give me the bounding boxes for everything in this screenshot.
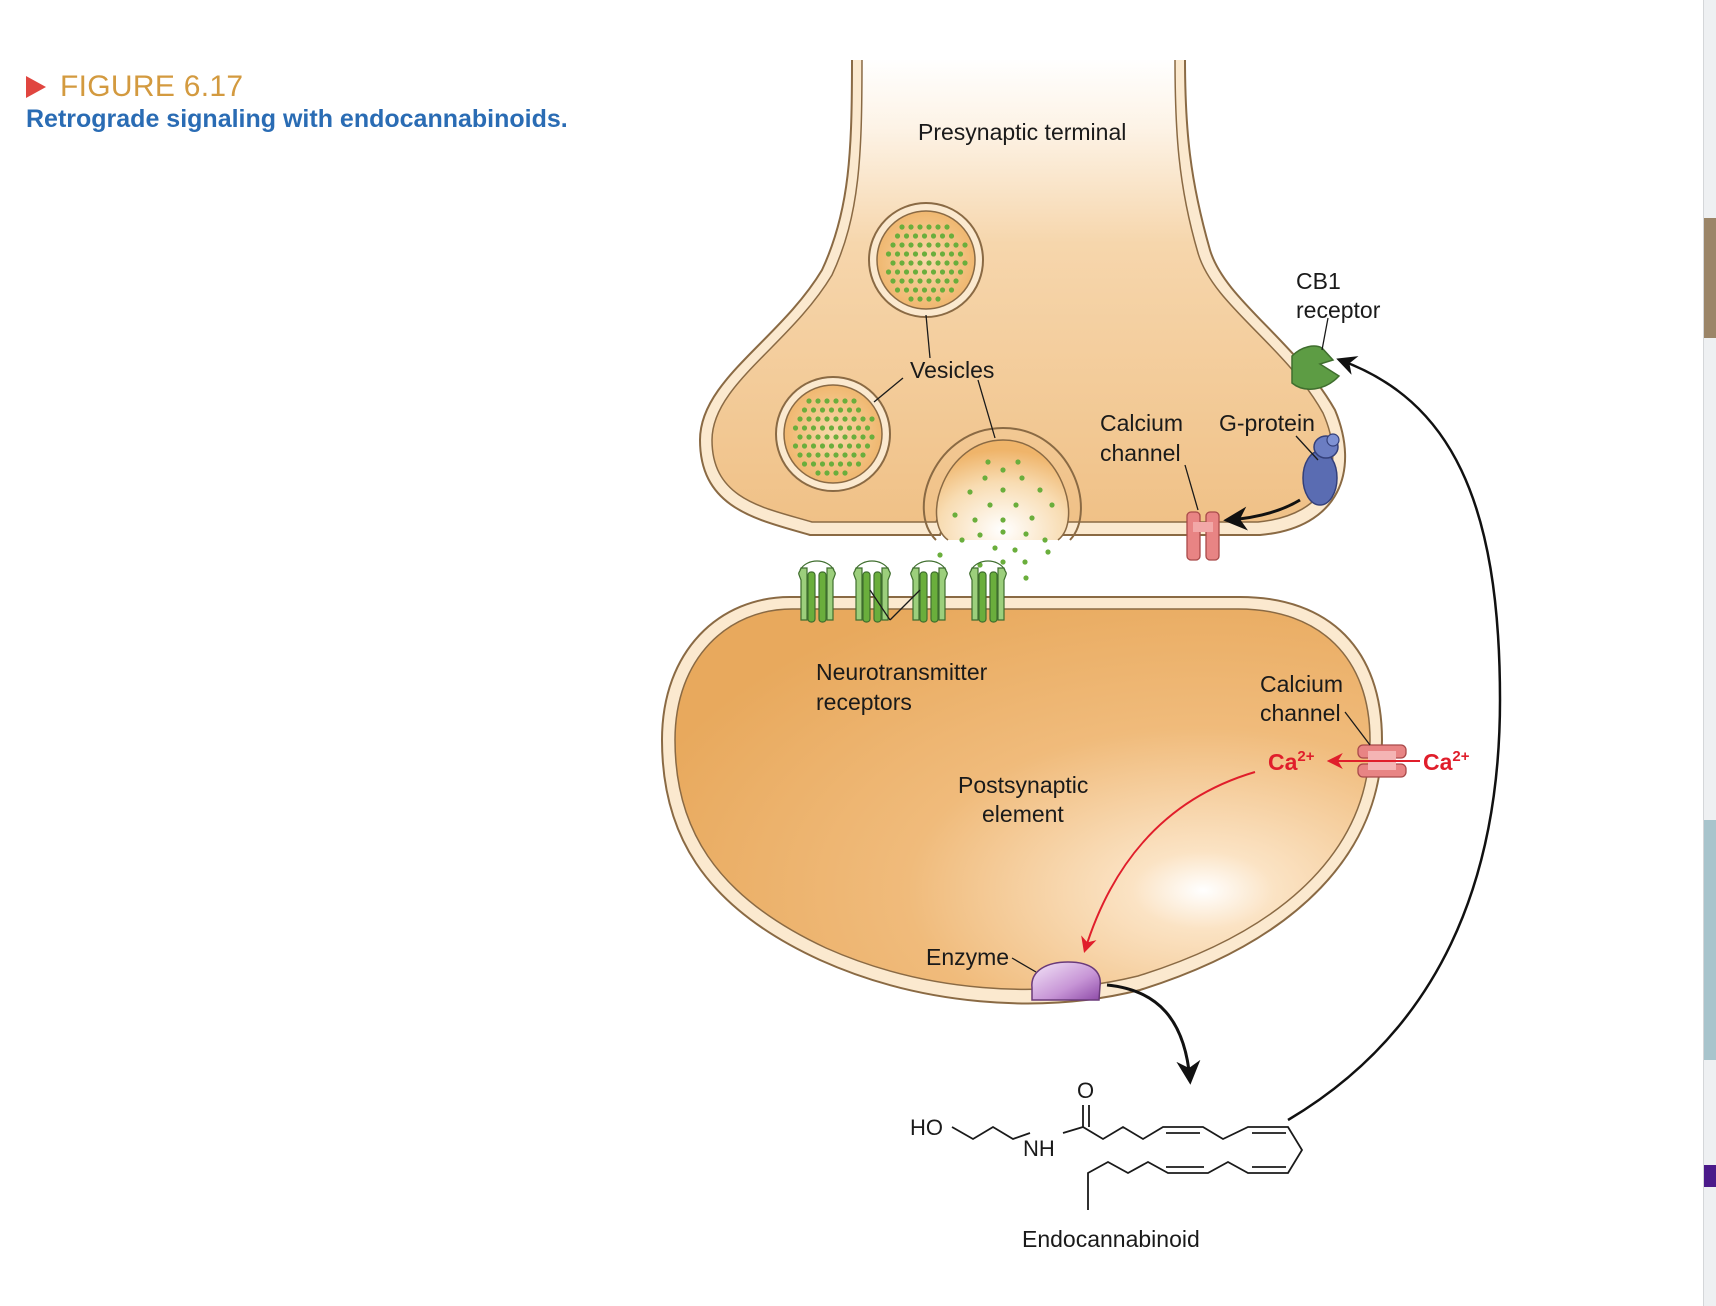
triangle-arrow-icon [26,76,46,98]
retrograde-arrow [1287,356,1502,1122]
cb1-pointer-line [1321,317,1329,351]
vesicle-top-dots [885,224,968,302]
postsynaptic-element [660,596,1384,1005]
chem-nh-label: NH [1023,1136,1055,1161]
ca-outside-label: Ca2+ [1423,748,1470,775]
endocannabinoid-label: Endocannabinoid [1022,1226,1200,1252]
nt-receptors-label-line1: Neurotransmitter [816,659,988,685]
figure-number: FIGURE 6.17 [60,70,244,103]
adjacent-window-edge [1703,0,1716,1306]
nt-receptor-icon [969,560,1007,623]
presynaptic-top-mask [840,40,1200,60]
pre-calcium-label-line2: channel [1100,440,1181,466]
g-protein-to-channel-arrow [1223,498,1301,531]
endocannabinoid-structure [951,1105,1304,1210]
presynaptic-terminal-label: Presynaptic terminal [918,119,1126,145]
vesicles-pointer-lines [873,314,996,439]
figure-number-row: FIGURE 6.17 [26,70,568,104]
post-calcium-label-line2: channel [1260,700,1341,726]
g-protein-icon [1302,433,1340,506]
enzyme-label: Enzyme [926,944,1009,970]
edge-fragment [1704,820,1716,1060]
presynaptic-calcium-channel-icon [1186,511,1220,561]
g-protein-label: G-protein [1219,410,1315,436]
nt-receptors-label-line2: receptors [816,689,912,715]
edge-fragment [1704,218,1716,338]
ca-inside-label: Ca2+ [1268,748,1315,775]
vesicle-top [868,202,984,318]
nt-receptor-icon [798,560,836,623]
chem-ho-label: HO [910,1115,943,1140]
vesicle-left-dots [792,398,875,476]
figure-title: Retrograde signaling with endocannabinoi… [26,105,568,133]
g-protein-pointer-line [1295,435,1319,461]
vesicles-label: Vesicles [910,357,994,383]
cb1-label-line2: receptor [1296,297,1381,323]
neurotransmitter-receptors [798,560,1007,623]
released-neurotransmitter [935,459,1055,581]
enzyme-to-product-arrow [1106,983,1201,1085]
vesicle-left [775,376,891,492]
postsynaptic-label-line1: Postsynaptic [958,772,1088,798]
nt-receptor-icon [853,560,891,623]
enzyme-pointer-line [1011,957,1037,973]
ca-to-enzyme-arrow [1081,771,1256,954]
figure-header: FIGURE 6.17 Retrograde signaling with en… [26,70,568,134]
cb1-label-line1: CB1 [1296,268,1341,294]
pre-calcium-pointer-line [1184,464,1199,511]
nt-receptor-icon [910,560,948,623]
nt-receptors-pointer-lines [869,589,921,621]
cb1-receptor-icon [1291,345,1341,390]
enzyme-icon [1031,961,1101,1001]
post-calcium-label-line1: Calcium [1260,671,1343,697]
postsynaptic-cytoplasm [674,608,1371,991]
chem-o-label: O [1077,1078,1094,1103]
postsynaptic-label-line2: element [982,801,1064,827]
edge-fragment [1704,1165,1716,1187]
pre-calcium-label-line1: Calcium [1100,410,1183,436]
post-calcium-pointer-line [1344,711,1371,746]
